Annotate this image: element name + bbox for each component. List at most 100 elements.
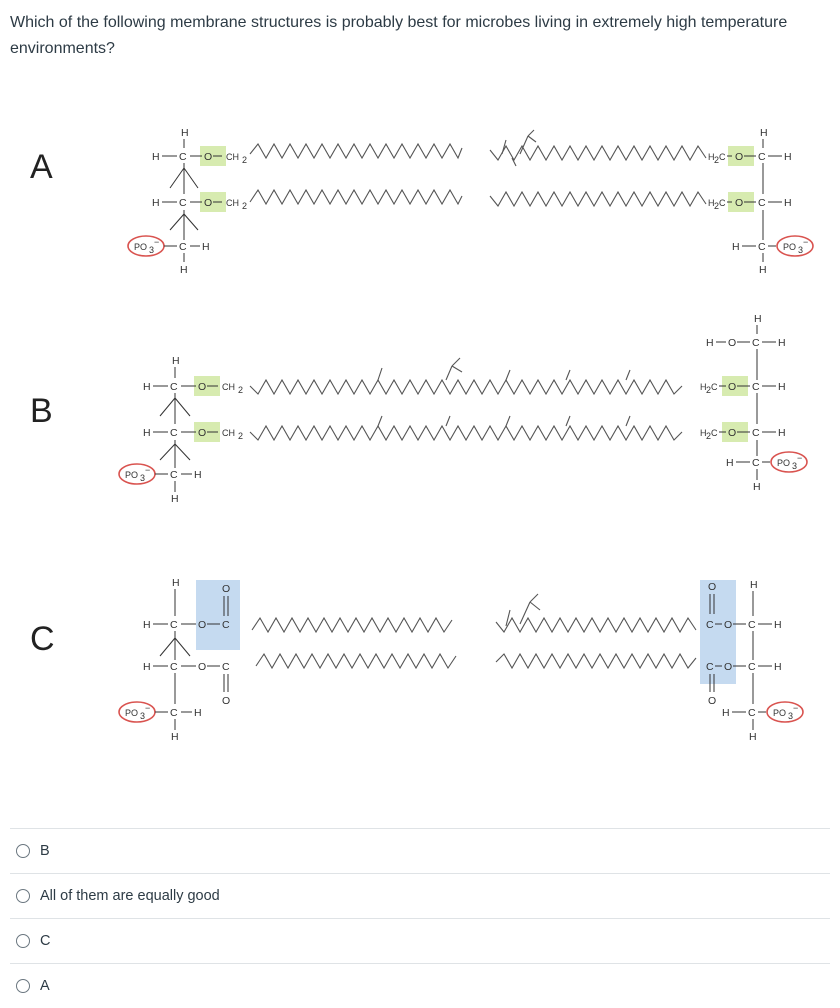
svg-text:H: H bbox=[700, 382, 707, 392]
svg-text:O: O bbox=[198, 619, 206, 631]
svg-text:O: O bbox=[728, 381, 736, 393]
svg-text:C: C bbox=[179, 241, 187, 253]
svg-text:H: H bbox=[726, 457, 734, 469]
svg-text:H: H bbox=[143, 619, 151, 631]
membrane-structures-diagram: A B C H H C O CH 2 H C O CH 2 PO 3 bbox=[30, 127, 814, 743]
svg-text:H: H bbox=[171, 493, 179, 505]
structure-c: H H C O C O H C O C O PO 3 − C H H bbox=[118, 577, 804, 743]
svg-text:C: C bbox=[711, 382, 718, 392]
svg-text:−: − bbox=[145, 465, 150, 475]
answer-option-all-equal[interactable]: All of them are equally good bbox=[10, 873, 830, 918]
svg-text:H: H bbox=[181, 127, 189, 139]
option-label-c: C bbox=[30, 620, 55, 658]
svg-text:C: C bbox=[179, 151, 187, 163]
radio-button[interactable] bbox=[16, 934, 30, 948]
radio-button[interactable] bbox=[16, 889, 30, 903]
answer-option-c[interactable]: C bbox=[10, 918, 830, 963]
svg-text:H: H bbox=[172, 577, 180, 589]
svg-text:H: H bbox=[708, 198, 715, 208]
svg-text:O: O bbox=[708, 695, 716, 707]
svg-text:2: 2 bbox=[238, 431, 243, 441]
svg-text:O: O bbox=[204, 151, 212, 163]
svg-text:C: C bbox=[758, 197, 766, 209]
svg-text:C: C bbox=[170, 427, 178, 439]
svg-text:H: H bbox=[194, 707, 202, 719]
svg-text:2: 2 bbox=[238, 385, 243, 395]
answer-label: All of them are equally good bbox=[40, 888, 220, 904]
radio-button[interactable] bbox=[16, 979, 30, 993]
svg-text:H: H bbox=[732, 241, 740, 253]
svg-text:O: O bbox=[198, 427, 206, 439]
svg-text:C: C bbox=[222, 661, 230, 673]
svg-text:O: O bbox=[728, 427, 736, 439]
structure-a: H H C O CH 2 H C O CH 2 PO 3 − C H H bbox=[127, 127, 814, 276]
svg-text:PO: PO bbox=[125, 470, 138, 480]
svg-text:C: C bbox=[748, 619, 756, 631]
svg-text:O: O bbox=[204, 197, 212, 209]
svg-text:H: H bbox=[759, 264, 767, 276]
svg-text:−: − bbox=[145, 703, 150, 713]
svg-text:C: C bbox=[719, 198, 726, 208]
answer-option-b[interactable]: B bbox=[10, 828, 830, 873]
svg-text:H: H bbox=[180, 264, 188, 276]
svg-text:C: C bbox=[170, 381, 178, 393]
svg-text:C: C bbox=[170, 469, 178, 481]
svg-text:2: 2 bbox=[706, 431, 711, 441]
svg-text:H: H bbox=[784, 197, 792, 209]
svg-text:PO: PO bbox=[773, 708, 786, 718]
svg-text:C: C bbox=[170, 619, 178, 631]
svg-text:CH: CH bbox=[222, 382, 235, 392]
svg-text:H: H bbox=[152, 151, 160, 163]
svg-text:C: C bbox=[719, 152, 726, 162]
svg-text:C: C bbox=[179, 197, 187, 209]
svg-text:H: H bbox=[749, 731, 757, 743]
svg-text:C: C bbox=[758, 241, 766, 253]
svg-text:CH: CH bbox=[226, 198, 239, 208]
svg-text:H: H bbox=[753, 481, 761, 493]
svg-text:2: 2 bbox=[714, 201, 719, 211]
svg-text:−: − bbox=[154, 237, 159, 247]
svg-text:C: C bbox=[752, 381, 760, 393]
svg-text:O: O bbox=[708, 581, 716, 593]
svg-text:H: H bbox=[778, 381, 786, 393]
svg-text:H: H bbox=[143, 661, 151, 673]
answer-label: A bbox=[40, 978, 50, 994]
svg-text:O: O bbox=[198, 381, 206, 393]
svg-text:3: 3 bbox=[149, 245, 154, 255]
svg-text:H: H bbox=[152, 197, 160, 209]
svg-text:H: H bbox=[171, 731, 179, 743]
svg-text:O: O bbox=[735, 197, 743, 209]
svg-text:−: − bbox=[797, 453, 802, 463]
svg-text:O: O bbox=[728, 337, 736, 349]
svg-text:H: H bbox=[143, 381, 151, 393]
svg-text:H: H bbox=[700, 428, 707, 438]
svg-text:2: 2 bbox=[242, 155, 247, 165]
svg-text:C: C bbox=[758, 151, 766, 163]
answer-options: B All of them are equally good C A bbox=[10, 828, 830, 1008]
svg-text:3: 3 bbox=[140, 711, 145, 721]
svg-text:−: − bbox=[793, 703, 798, 713]
svg-text:H: H bbox=[172, 355, 180, 367]
svg-text:C: C bbox=[752, 337, 760, 349]
svg-text:H: H bbox=[750, 579, 758, 591]
answer-label: B bbox=[40, 843, 50, 859]
svg-text:O: O bbox=[735, 151, 743, 163]
svg-text:O: O bbox=[222, 583, 230, 595]
radio-button[interactable] bbox=[16, 844, 30, 858]
svg-text:PO: PO bbox=[134, 242, 147, 252]
svg-text:C: C bbox=[170, 707, 178, 719]
option-label-a: A bbox=[30, 148, 53, 186]
svg-text:H: H bbox=[760, 127, 768, 139]
svg-text:C: C bbox=[706, 619, 714, 631]
svg-text:PO: PO bbox=[777, 458, 790, 468]
svg-text:3: 3 bbox=[140, 473, 145, 483]
svg-text:H: H bbox=[143, 427, 151, 439]
answer-option-a[interactable]: A bbox=[10, 963, 830, 1008]
svg-text:C: C bbox=[706, 661, 714, 673]
svg-text:C: C bbox=[222, 619, 230, 631]
structure-b: H H C O CH 2 H C O CH 2 PO 3 − C H H bbox=[118, 313, 808, 505]
svg-text:H: H bbox=[194, 469, 202, 481]
svg-text:C: C bbox=[711, 428, 718, 438]
svg-text:C: C bbox=[752, 457, 760, 469]
svg-text:PO: PO bbox=[783, 242, 796, 252]
